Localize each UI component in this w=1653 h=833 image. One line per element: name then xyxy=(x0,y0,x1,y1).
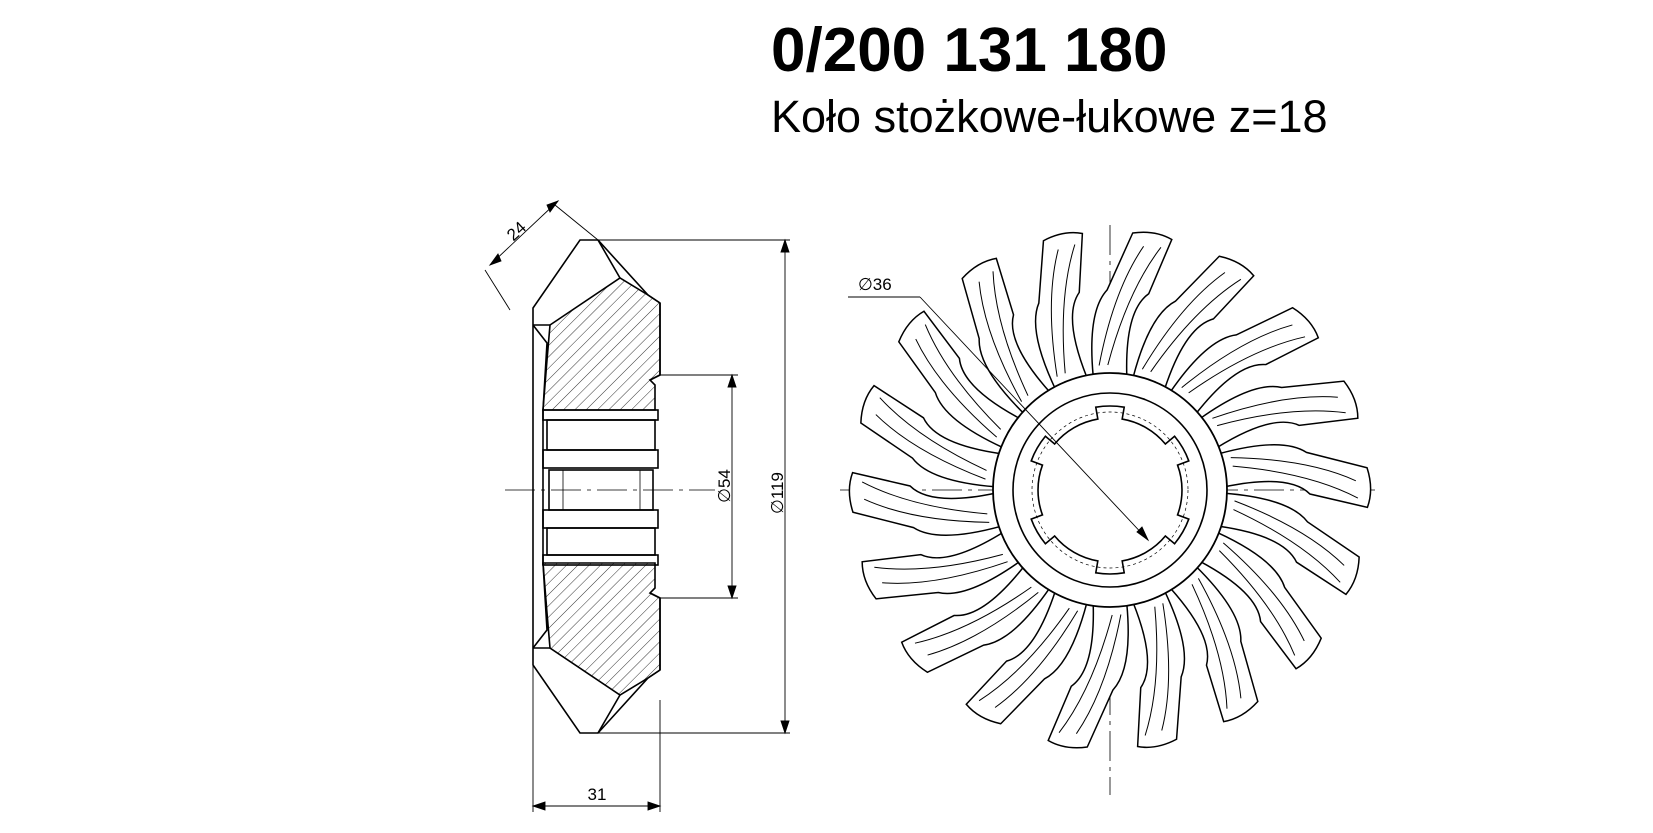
spline-band-6 xyxy=(546,527,656,556)
gear-tooth-flank xyxy=(882,561,1008,584)
gear-tooth-flank xyxy=(1107,246,1162,366)
gear-tooth-flank xyxy=(874,553,1003,570)
dim-face-width: 24 xyxy=(503,218,530,245)
gear-tooth xyxy=(1091,231,1173,377)
gear-tooth-flank xyxy=(863,498,990,523)
gear-tooth-flank xyxy=(1197,578,1242,699)
gear-tooth xyxy=(1132,590,1186,749)
gear-tooth-flank xyxy=(1234,500,1345,566)
hub-face-inner xyxy=(1012,392,1208,588)
spline-pitch-circle xyxy=(1031,411,1189,569)
gear-tooth xyxy=(860,384,1002,488)
dim-bore-diameter: ∅36 xyxy=(858,275,892,294)
gear-tooth-flank xyxy=(861,481,988,515)
spline-band-1 xyxy=(542,409,659,421)
gear-tooth-flank xyxy=(1075,614,1122,734)
part-number: 0/200 131 180 xyxy=(771,16,1168,85)
gear-tooth-flank xyxy=(1230,457,1357,482)
gear-tooth-flank xyxy=(1161,603,1170,731)
dim-overall-length: 31 xyxy=(588,785,607,804)
gear-tooth xyxy=(861,531,1021,600)
gear-tooth xyxy=(1218,492,1360,596)
gear-tooth-flank xyxy=(1058,614,1113,734)
gear-tooth xyxy=(1199,531,1323,670)
gear-tooth xyxy=(1199,380,1359,449)
gear-tooth-flank xyxy=(1212,396,1338,419)
gear-tooth-flank xyxy=(1181,324,1293,388)
gear-tooth-flank xyxy=(1222,542,1305,642)
gear-tooth-flank xyxy=(914,586,1032,644)
dim-outer-diameter: ∅119 xyxy=(768,472,787,514)
gear-tooth-flank xyxy=(1217,410,1346,427)
gear-tooth xyxy=(897,310,1021,449)
gear-tooth-flank xyxy=(994,610,1079,708)
gear-tooth xyxy=(1169,565,1259,723)
lower-hatched-section xyxy=(542,562,661,696)
gear-tooth-flank xyxy=(1150,278,1242,373)
gear-tooth-flank xyxy=(1218,550,1296,656)
gear-tooth-flank xyxy=(992,271,1029,396)
front-view xyxy=(840,225,1375,795)
gear-tooth xyxy=(1132,255,1255,390)
spline-band-3 xyxy=(542,449,659,469)
gear-tooth-flank xyxy=(1050,249,1059,377)
gear-tooth xyxy=(1034,231,1088,390)
gear-tooth-flank xyxy=(1188,336,1306,394)
section-view xyxy=(505,239,715,734)
gear-tooth xyxy=(900,565,1051,674)
gear-tooth xyxy=(965,590,1088,725)
gear-tooth-flank xyxy=(1062,244,1076,374)
gear-tooth-flank xyxy=(1144,606,1158,736)
gear-tooth-flank xyxy=(1191,584,1228,709)
part-name: Koło stożkowe-łukowe z=18 xyxy=(771,91,1328,142)
gear-tooth-flank xyxy=(879,397,987,471)
upper-tooth-outline xyxy=(532,239,649,325)
upper-hatched-section xyxy=(542,277,661,411)
gear-tooth xyxy=(1169,306,1320,415)
gear-tooth-flank xyxy=(1232,465,1359,499)
spline-profile xyxy=(1030,405,1190,575)
gear-tooth-flank xyxy=(1141,272,1226,370)
gear-tooth-flank xyxy=(915,338,998,438)
spline-bore xyxy=(1030,405,1190,575)
gear-tooth-flank xyxy=(978,281,1023,402)
spline-band-5 xyxy=(542,509,659,529)
spline-band-2 xyxy=(546,419,656,451)
section-dimensions: 24 ∅119 ∅54 31 xyxy=(484,200,790,812)
dim-hub-diameter: ∅54 xyxy=(715,469,734,503)
gear-tooth-flank xyxy=(927,592,1039,656)
gear-tooth-flank xyxy=(1098,246,1145,366)
gear-teeth xyxy=(848,231,1372,749)
gear-tooth-flank xyxy=(978,607,1070,702)
bore-dimension: ∅36 xyxy=(848,275,1150,542)
gear-tooth-flank xyxy=(924,324,1002,430)
gear-tooth xyxy=(1047,603,1129,749)
gear-tooth-flank xyxy=(1233,509,1341,583)
gear-tooth-flank xyxy=(875,414,986,480)
